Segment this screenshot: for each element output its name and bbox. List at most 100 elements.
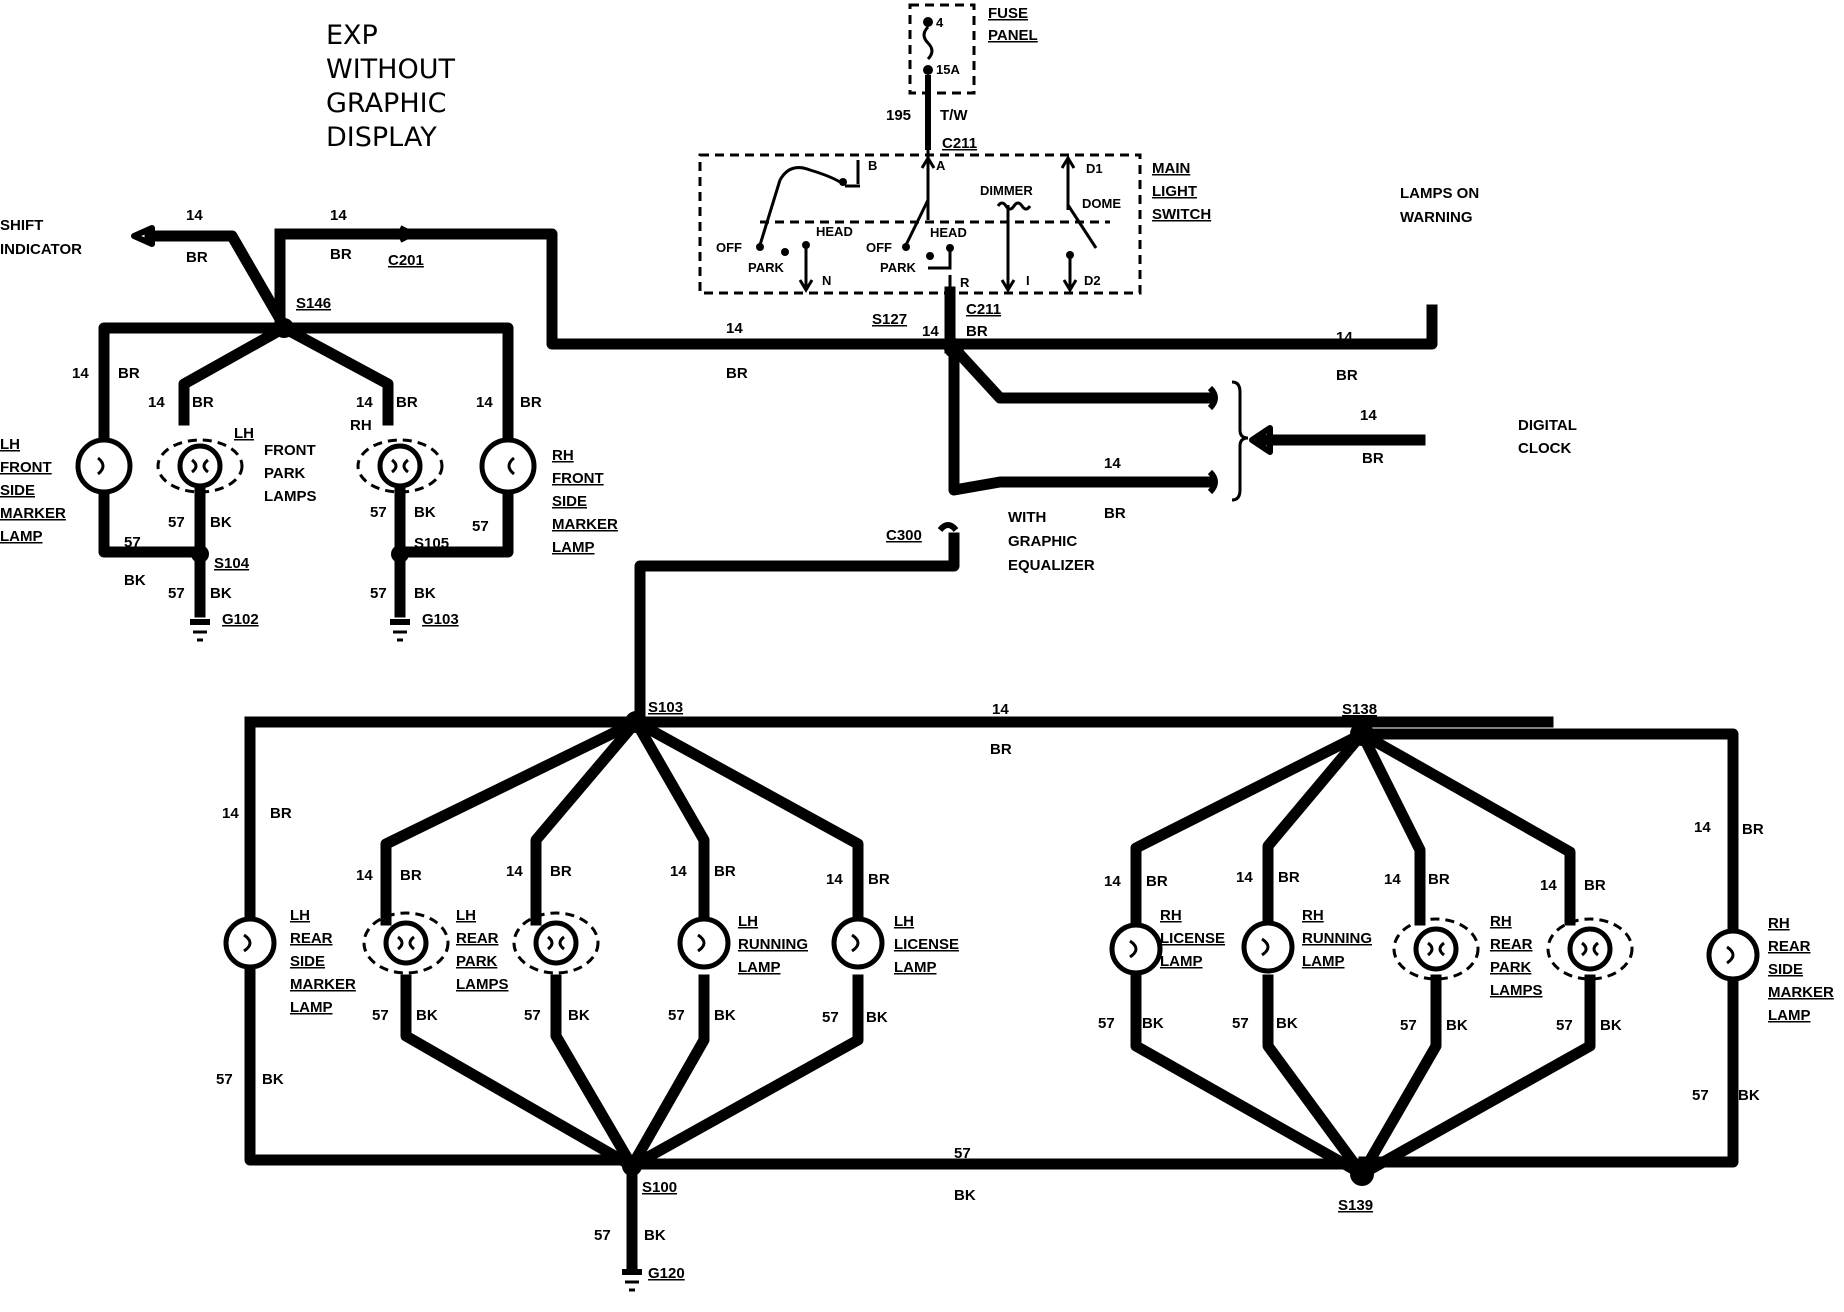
switch-d1-arrow-icon — [1060, 155, 1076, 169]
wire-lh-license-gauge: 14 — [826, 871, 843, 888]
rh-front-park-lamp — [356, 438, 444, 494]
wire-lh-running-color: BR — [714, 863, 736, 880]
switch-terminal-d2: D2 — [1084, 273, 1101, 288]
lh-front-side-label-4: MARKER — [0, 505, 66, 522]
wire-s105-bk-gauge: 57 — [370, 585, 387, 602]
connector-c201: C201 — [388, 252, 424, 269]
switch-left-park: PARK — [748, 260, 784, 275]
wire-rear-bus-gauge: 14 — [992, 701, 1009, 718]
wire-rh-park-color: BR — [396, 394, 418, 411]
switch-center-pivot — [902, 243, 910, 251]
splice-s104: S104 — [214, 555, 250, 572]
wire-lh-license-bk-color: BK — [866, 1009, 888, 1026]
rh-front-side-marker-lamp — [479, 437, 537, 495]
lamps-on-warning-label-1: LAMPS ON — [1400, 185, 1479, 202]
wire-rh-rear-park-1-ground — [1354, 974, 1442, 1182]
lh-front-side-filament-icon — [97, 456, 105, 476]
rh-running-filament-icon — [1261, 937, 1270, 957]
wire-warning-gauge: 14 — [1336, 329, 1353, 346]
splice-s104-dot — [191, 545, 209, 563]
wire-lh-rear-park-1-gauge: 14 — [356, 867, 373, 884]
wire-rh-license-bk-gauge: 57 — [1098, 1015, 1115, 1032]
lh-front-side-marker-lamp — [75, 437, 133, 495]
wire-rh-rear-park-2-bk-gauge: 57 — [1556, 1017, 1573, 1034]
wire-rear-ground-color: BK — [954, 1187, 976, 1204]
lh-rear-park-2-housing — [512, 911, 600, 975]
wire-rh-rear-side-bk-gauge: 57 — [1692, 1087, 1709, 1104]
splice-s105: S105 — [414, 535, 449, 552]
switch-a-arrow-icon — [920, 155, 936, 169]
fuse-terminal — [923, 17, 933, 27]
splice-s139: S139 — [1338, 1197, 1373, 1214]
wire-rh-rear-park-2-color: BR — [1584, 877, 1606, 894]
wire-rh-side-bk-gauge: 57 — [472, 518, 489, 535]
wire-lh-side-gauge: 14 — [72, 365, 89, 382]
equalizer-plug-lower-icon — [1207, 469, 1218, 495]
lh-front-side-label-3: SIDE — [0, 482, 35, 499]
wire-rh-license — [1130, 726, 1370, 926]
lh-running-lamp — [677, 916, 731, 970]
switch-b-contact — [839, 178, 847, 186]
wire-rh-rear-park-2-bk-color: BK — [1600, 1017, 1622, 1034]
switch-terminal-n: N — [822, 273, 831, 288]
switch-b-loop — [778, 166, 841, 184]
rh-rear-park-1-filament-icon — [1427, 941, 1445, 957]
switch-center-off: OFF — [866, 240, 892, 255]
fuse-rating: 15A — [936, 62, 960, 77]
wire-s127-gauge: 14 — [922, 323, 939, 340]
wire-rh-park-bk-gauge: 57 — [370, 504, 387, 521]
wire-rh-running-bk-gauge: 57 — [1232, 1015, 1249, 1032]
wire-lh-side-color: BR — [118, 365, 140, 382]
splice-s105-dot — [391, 545, 409, 563]
switch-label-1: MAIN — [1152, 160, 1190, 177]
switch-label-2: LIGHT — [1152, 183, 1197, 200]
wire-rh-running — [1262, 726, 1370, 926]
wire-lh-side-bk-color: BK — [124, 572, 146, 589]
rh-rear-park-label-1: RH — [1490, 913, 1512, 930]
wire-rh-license-gauge: 14 — [1104, 873, 1121, 890]
lh-front-side-label-5: LAMP — [0, 528, 43, 545]
lh-rear-park-2-bulb-icon — [533, 920, 579, 966]
lh-license-filament-icon — [851, 933, 860, 953]
rh-license-lamp — [1109, 922, 1163, 976]
rh-rear-side-label-1: RH — [1768, 915, 1790, 932]
wire-shift-indicator — [144, 230, 292, 334]
switch-head-jumper — [928, 248, 952, 270]
splice-s127: S127 — [872, 311, 907, 328]
rh-rear-park-2-housing — [1546, 917, 1634, 981]
rh-rear-side-label-3: SIDE — [1768, 961, 1803, 978]
rh-rear-park-2-bulb-icon — [1567, 926, 1613, 972]
fuse-terminal-lower — [923, 65, 933, 75]
fuse-pin: 4 — [936, 15, 944, 30]
wire-g120-bk-color: BK — [644, 1227, 666, 1244]
rh-rear-park-label-4: LAMPS — [1490, 982, 1543, 999]
graphic-equalizer-label-1: WITH — [1008, 509, 1046, 526]
rh-rear-park-label-3: PARK — [1490, 959, 1532, 976]
lh-front-park-prefix: LH — [234, 425, 254, 442]
wire-lh-rear-side-bk-gauge: 57 — [216, 1071, 233, 1088]
lh-rear-park-label-2: REAR — [456, 930, 499, 947]
wire-lh-rear-side-gauge: 14 — [222, 805, 239, 822]
switch-center-park: PARK — [880, 260, 916, 275]
wire-main-trunk — [274, 228, 1438, 350]
ground-g120-bar-2 — [625, 1280, 639, 1292]
lh-rear-side-label-5: LAMP — [290, 999, 333, 1016]
wire-lh-side-bk-gauge: 57 — [124, 534, 141, 551]
fuse-element-icon — [922, 25, 934, 61]
wire-rear-ground-gauge: 57 — [954, 1145, 971, 1162]
rh-rear-side-label-5: LAMP — [1768, 1007, 1811, 1024]
switch-terminal-i: I — [1026, 273, 1030, 288]
switch-left-pivot — [756, 243, 764, 251]
equalizer-plug-upper-icon — [1207, 385, 1218, 411]
lh-running-filament-icon — [697, 933, 706, 953]
lh-rear-park-label-4: LAMPS — [456, 976, 509, 993]
wire-equalizer-gauge: 14 — [1104, 455, 1121, 472]
rh-front-side-filament-icon — [507, 456, 515, 476]
switch-center-blade — [904, 199, 930, 246]
rh-license-label-3: LAMP — [1160, 953, 1203, 970]
switch-outline — [698, 153, 1142, 295]
wire-lh-rear-side-color: BR — [270, 805, 292, 822]
wire-rh-rear-park-2-ground — [1354, 974, 1596, 1182]
lh-rear-side-label-2: REAR — [290, 930, 333, 947]
lh-rear-park-lamp-1 — [362, 911, 450, 975]
